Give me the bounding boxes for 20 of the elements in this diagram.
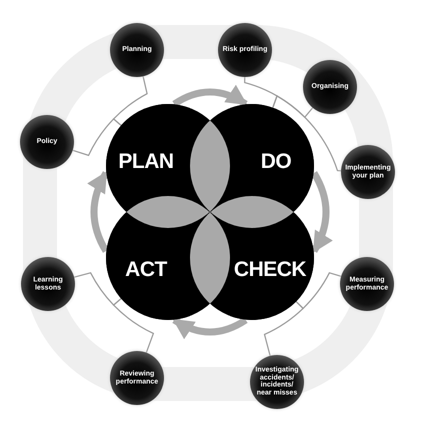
step-circle <box>110 351 164 405</box>
bracket-line <box>264 301 304 356</box>
cycle-arrow <box>172 85 248 107</box>
phase-label: PLAN <box>118 150 174 174</box>
cycle-arrow <box>172 317 248 339</box>
cycle-arrow <box>310 171 332 253</box>
cycle-arrow <box>88 171 110 253</box>
step-circle <box>341 145 395 199</box>
step-circle <box>20 115 74 169</box>
bracket-line <box>113 298 154 353</box>
step-circle <box>218 23 272 77</box>
phase-label: CHECK <box>234 258 306 282</box>
phase-label: ACT <box>125 258 167 282</box>
phase-label: DO <box>260 150 292 174</box>
bracket-line <box>272 95 342 172</box>
step-circle <box>21 257 75 311</box>
bracket-line <box>72 118 122 156</box>
step-circle <box>340 257 394 311</box>
step-circle <box>110 23 164 77</box>
step-circle <box>250 355 304 409</box>
